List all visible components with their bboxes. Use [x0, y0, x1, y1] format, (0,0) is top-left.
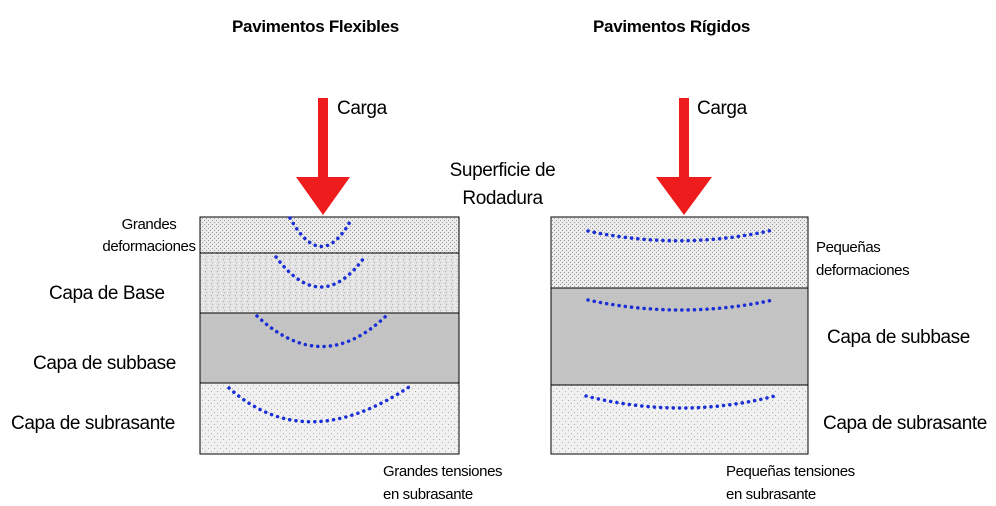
- rigid-pavement-section: [550, 216, 809, 455]
- flexible-deflection-subgrade: [227, 383, 414, 424]
- flexible-surface-layer: [199, 216, 460, 254]
- deflection-curves: [227, 216, 777, 424]
- rigid-deformation-line1: Pequeñas: [816, 239, 881, 256]
- flexible-subgrade-layer: [199, 382, 460, 455]
- rigid-deformation-line2: deformaciones: [816, 262, 910, 279]
- load-arrow-flexible: [296, 98, 350, 215]
- title-rigid: Pavimentos Rígidos: [593, 17, 751, 36]
- flexible-subbase-label: Capa de subbase: [33, 353, 176, 374]
- rigid-tension-label: Pequeñas tensiones en subrasante: [726, 460, 855, 506]
- flexible-deflection-surface: [288, 216, 354, 249]
- surface-label-line2: Rodadura: [462, 188, 543, 209]
- surface-label: Superficie de Rodadura: [445, 157, 560, 213]
- flexible-base-label: Capa de Base: [49, 283, 165, 304]
- title-flexible: Pavimentos Flexibles: [232, 17, 399, 36]
- load-label-flexible: Carga: [337, 98, 387, 119]
- rigid-subgrade-label: Capa de subrasante: [823, 413, 987, 434]
- rigid-deflection-subbase: [586, 298, 775, 312]
- flexible-tension-line1: Grandes tensiones: [383, 463, 503, 480]
- load-label-rigid: Carga: [697, 98, 747, 119]
- flexible-tension-line2: en subrasante: [383, 486, 473, 503]
- flexible-tension-label: Grandes tensiones en subrasante: [383, 460, 503, 506]
- flexible-deformation-label: Grandes deformaciones: [99, 214, 199, 258]
- flexible-deflection-base: [274, 253, 368, 289]
- flexible-base-layer: [199, 252, 460, 314]
- load-arrow-rigid: [656, 98, 712, 215]
- flexible-deflection-subbase: [255, 314, 388, 349]
- surface-label-line1: Superficie de: [449, 160, 556, 181]
- rigid-deflection-surface: [586, 228, 775, 243]
- rigid-slab-layer: [550, 216, 809, 289]
- rigid-subbase-label: Capa de subbase: [827, 327, 970, 348]
- rigid-tension-line2: en subrasante: [726, 486, 816, 503]
- rigid-tension-line1: Pequeñas tensiones: [726, 463, 855, 480]
- rigid-deformation-label: Pequeñas deformaciones: [816, 236, 910, 282]
- rigid-deflection-subgrade: [584, 394, 777, 410]
- rigid-subbase-layer: [550, 287, 809, 386]
- flexible-deformation-line1: Grandes: [121, 216, 177, 233]
- flexible-deformation-line2: deformaciones: [102, 238, 196, 255]
- flexible-subbase-layer: [199, 312, 460, 384]
- flexible-pavement-section: [199, 216, 460, 455]
- rigid-subgrade-layer: [550, 384, 809, 455]
- flexible-subgrade-label: Capa de subrasante: [11, 413, 175, 434]
